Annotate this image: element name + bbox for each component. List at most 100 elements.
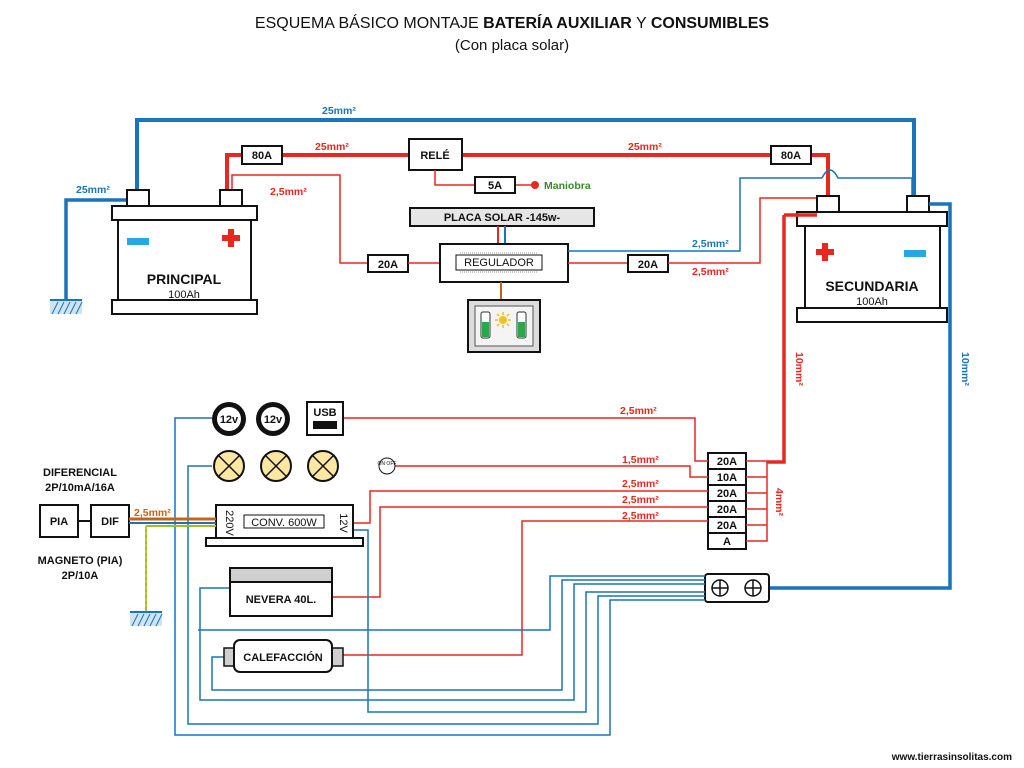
fuse-5a: [474, 176, 516, 194]
light-switch-label: ON OFF: [378, 461, 397, 467]
plus-icon: [222, 229, 240, 247]
fuse-box-slot-4-label: 20A: [717, 520, 737, 532]
fuse-box-slot-2-label: 20A: [717, 488, 737, 500]
fuse-box: 20A 10A 20A 20A 20A A: [707, 452, 747, 550]
sun-icon: [495, 312, 511, 328]
battery-principal-capacity: 100Ah: [168, 289, 200, 301]
wire-principal-regulator: [231, 174, 368, 264]
wire-conv-fuse: [353, 490, 708, 524]
diagram-subtitle: (Con placa solar): [455, 37, 569, 54]
label-blue-sec-bus: 10mm²: [959, 352, 971, 386]
wire-secundaria-fusebox: [767, 215, 786, 464]
earth-icon: [50, 299, 83, 315]
label-red-reg-sec: 2,5mm²: [692, 266, 729, 278]
wire-calef-fuse: [343, 520, 708, 656]
magneto-label-2: 2P/10A: [62, 570, 99, 582]
calefaccion-label: CALEFACCIÓN: [243, 651, 323, 664]
fuse-80a-left: [241, 145, 283, 165]
wire-fusebox-bridge: [746, 460, 768, 542]
wire-calef-return: [211, 579, 705, 691]
wire-sockets-return: [174, 417, 705, 736]
wire-principal-earth: [64, 198, 137, 300]
plus-icon: [816, 243, 834, 261]
magneto-label-1: MAGNETO (PIA): [38, 555, 123, 567]
label-fusebox-bridge: 4mm²: [773, 488, 785, 517]
label-top-blue: 25mm²: [322, 105, 356, 117]
usb-label: USB: [313, 407, 336, 419]
label-usb-line: 2,5mm²: [620, 405, 657, 417]
solar-panel: [409, 207, 595, 227]
diferencial-label-2: 2P/10mA/16A: [45, 482, 115, 494]
wire-secundaria-bus: [770, 202, 952, 590]
nevera: NEVERA 40L.: [229, 567, 333, 617]
wire-principal-positive: [225, 153, 242, 193]
dif-label: DIF: [101, 516, 119, 528]
converter-label: CONV. 600W: [251, 517, 317, 529]
battery-secundaria-capacity: 100Ah: [856, 296, 888, 308]
label-calef-line: 2,5mm²: [622, 510, 659, 522]
rele-label: RELÉ: [420, 149, 449, 162]
fuse-box-slot-1-label: 10A: [717, 472, 737, 484]
light-bulb-3: [307, 450, 339, 482]
label-red-rele-80a: 25mm²: [628, 141, 662, 153]
fuse-box-slot-0-label: 20A: [717, 456, 737, 468]
label-red-sec-fusebox: 10mm²: [793, 352, 805, 386]
fuse-20a-left-label: 20A: [378, 259, 398, 271]
label-pia-conv: 2,5mm²: [134, 507, 171, 519]
maniobra-label: Maniobra: [544, 180, 591, 192]
pia-label: PIA: [50, 516, 68, 528]
wire-regulator-secundaria-neg: [568, 177, 822, 252]
calefaccion: CALEFACCIÓN: [223, 639, 344, 673]
fuse-80a-left-label: 80A: [252, 150, 272, 162]
label-left-blue: 25mm²: [76, 184, 110, 196]
wire-20a-secundaria: [668, 197, 821, 264]
battery-secundaria: SECUNDARIA 100Ah: [796, 195, 948, 323]
wire-conv-return: [353, 529, 705, 713]
fuse-20a-right-label: 20A: [638, 259, 658, 271]
usb-socket: USB: [306, 401, 344, 436]
nevera-label: NEVERA 40L.: [246, 594, 317, 606]
wire-crossover: [821, 169, 900, 179]
label-nevera-line: 2,5mm²: [622, 494, 659, 506]
fuse-80a-right: [770, 145, 812, 165]
wire-80a-secundaria: [810, 153, 830, 200]
converter-in-label: 220V: [223, 510, 235, 536]
minus-icon: [904, 250, 926, 257]
wire-blue-sec-terminal: [900, 177, 913, 200]
usb-port-icon: [313, 421, 337, 429]
fuse-box-slot-3-label: 20A: [717, 504, 737, 516]
converter-out-label: 12V: [337, 513, 349, 533]
minus-icon: [127, 238, 149, 245]
wire-negative-main: [135, 118, 916, 200]
light-bulb-1: [213, 450, 245, 482]
maniobra-terminal: [531, 181, 539, 189]
battery-secundaria-name: SECUNDARIA: [825, 278, 918, 294]
wire-lights-fuse: [395, 465, 708, 478]
wire-nevera-return: [199, 583, 705, 701]
solar-panel-label: PLACA SOLAR -145w-: [444, 212, 561, 224]
fuse-80a-right-label: 80A: [781, 150, 801, 162]
wire-nevera-fuse: [332, 506, 708, 598]
wire-extra-return: [198, 575, 705, 631]
label-blue-reg-sec: 2,5mm²: [692, 238, 729, 250]
rele-box: [408, 138, 463, 171]
socket-12v-1: 12v: [212, 402, 246, 436]
pia-box: [39, 504, 79, 538]
battery-principal: PRINCIPAL 100Ah: [111, 189, 258, 315]
wire-lights-return: [187, 465, 705, 725]
negative-bus: [704, 573, 770, 603]
diferencial-label-1: DIFERENCIAL: [43, 467, 117, 479]
converter-600w: CONV. 600W 220V 12V: [205, 504, 364, 547]
dif-box: [90, 504, 130, 538]
diagram-title: ESQUEMA BÁSICO MONTAJE BATERÍA AUXILIAR …: [255, 13, 769, 32]
regulator-inner: [455, 254, 543, 271]
socket-12v-2-label: 12v: [264, 414, 283, 426]
regulator-label: REGULADOR: [464, 257, 534, 269]
label-red-80a-rele: 25mm²: [315, 141, 349, 153]
label-red-principal-reg: 2,5mm²: [270, 186, 307, 198]
earth-icon: [130, 611, 163, 627]
label-lights-line: 1,5mm²: [622, 454, 659, 466]
label-conv-line: 2,5mm²: [622, 478, 659, 490]
wire-rele-5a: [434, 170, 475, 186]
